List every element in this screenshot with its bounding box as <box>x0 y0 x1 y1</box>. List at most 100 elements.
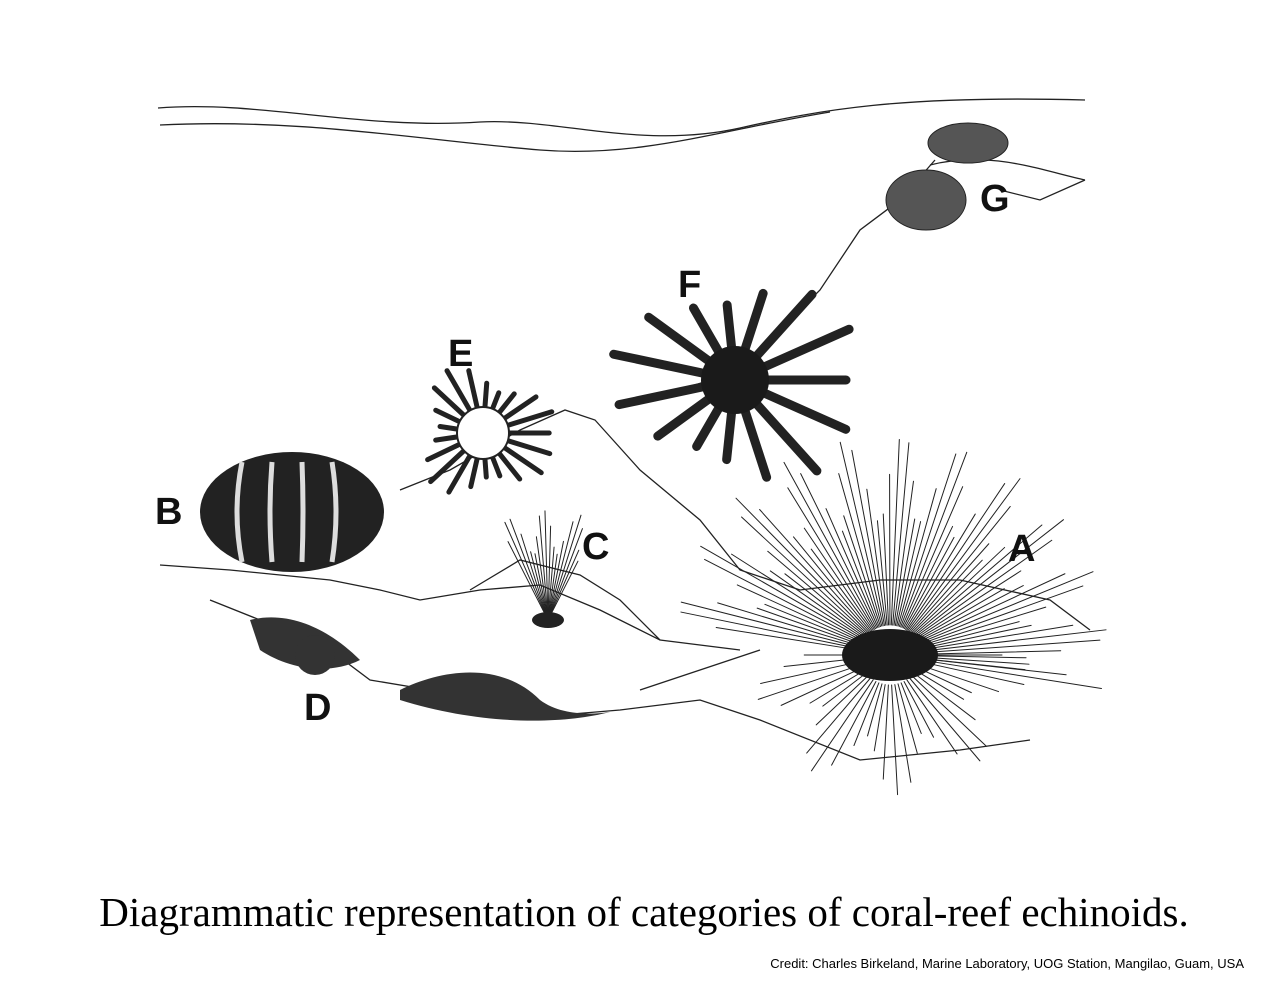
urchin-c-body <box>532 612 564 628</box>
urchin-a-spine <box>900 682 922 734</box>
urchin-a-spine <box>908 505 1011 633</box>
urchin-a-spine <box>918 660 1025 685</box>
urchin-a-spine <box>731 553 866 640</box>
urchin-a-spine <box>809 669 865 704</box>
urchin-a-spine <box>825 508 879 629</box>
urchin-e-spine <box>482 380 490 411</box>
urchin-a-spine <box>803 527 874 631</box>
urchin-a-spine <box>867 683 883 737</box>
urchin-a-spine <box>780 667 864 706</box>
urchin-a-spine <box>756 607 863 646</box>
urchin-a-spine <box>769 570 866 639</box>
urchin-e-spine <box>504 437 553 457</box>
urchin-e-spine <box>428 447 468 485</box>
urchin-a-spine <box>866 488 887 626</box>
urchin-a-spine <box>907 478 1021 632</box>
urchin-d-body <box>295 635 335 675</box>
urchin-f-spine <box>653 393 716 441</box>
urchin-e-spine <box>444 368 473 414</box>
urchin-a-spine <box>704 558 864 642</box>
urchin-a-spine <box>919 629 1107 653</box>
urchin-e-spine <box>433 434 461 443</box>
urchin-e-spine <box>489 453 503 479</box>
urchin-a-spine <box>901 486 964 628</box>
urchin-a-spine <box>715 626 861 651</box>
urchin-a-spine <box>839 441 884 627</box>
label-f: F <box>678 264 701 306</box>
urchin-a-spine <box>896 521 922 627</box>
urchin-a-spine <box>894 518 916 626</box>
urchin-e-spine <box>496 391 517 416</box>
urchin-a-spine <box>903 681 935 738</box>
urchin-b-stripe <box>329 461 339 563</box>
urchin-f-spine <box>739 288 768 356</box>
terrain-line <box>469 559 661 641</box>
urchin-a-spine <box>919 659 1102 689</box>
urchin-a-spine <box>916 585 1024 642</box>
label-a: A <box>1008 528 1035 570</box>
urchin-e-spine <box>433 407 463 425</box>
urchin-f-spine <box>722 405 737 465</box>
urchin-e-spine <box>425 441 463 463</box>
urchin-f-spine <box>757 324 854 373</box>
urchin-e-spine <box>468 454 480 490</box>
urchin-a-spine <box>841 530 880 628</box>
urchin-a-spine <box>810 548 873 632</box>
urchin-a-spine <box>759 509 871 634</box>
coral-patch <box>400 672 610 721</box>
urchin-a-spine <box>822 672 867 707</box>
urchin-c-spine <box>520 533 547 616</box>
urchin-a-spine <box>760 660 862 684</box>
urchin-a-spine <box>913 539 1053 639</box>
urchin-f-body <box>701 346 769 414</box>
urchin-a-spine <box>909 543 990 634</box>
urchin-c-spine <box>549 560 579 617</box>
urchin-e-spine <box>496 450 523 482</box>
label-b: B <box>155 491 182 533</box>
urchin-a-spine <box>915 588 1005 641</box>
urchin-a-spine <box>919 624 1074 651</box>
urchin-e-spine <box>431 385 468 419</box>
urchin-a-spine <box>902 525 954 629</box>
urchin-a-spine <box>917 585 1084 646</box>
urchin-a-spine <box>898 453 957 627</box>
credit-line: Credit: Charles Birkeland, Marine Labora… <box>770 956 1244 971</box>
urchin-c-spine <box>547 546 555 616</box>
urchin-a-spine <box>914 570 1022 640</box>
terrain-line <box>639 649 761 691</box>
urchin-e-spine <box>501 394 539 422</box>
urchin-f-spine <box>614 381 711 410</box>
urchin-a-spine <box>919 650 1062 655</box>
urchin-a-spine <box>917 664 1000 693</box>
urchin-a-spine <box>851 449 885 627</box>
urchin-c-spine <box>509 518 547 616</box>
urchin-b-stripe <box>299 461 306 563</box>
urchin-f-spine <box>739 404 772 482</box>
urchins <box>200 122 1107 796</box>
urchin-e-spine <box>501 444 544 476</box>
urchin-a-spine <box>919 639 1101 654</box>
urchin-a-spine <box>700 545 865 641</box>
urchin-c-spine <box>549 549 580 616</box>
urchin-e-body <box>456 406 510 460</box>
urchin-a-spine <box>918 621 1020 648</box>
label-e: E <box>448 333 473 375</box>
terrain-line <box>999 179 1086 201</box>
urchin-c-spine <box>507 541 547 617</box>
urchin-a-spine <box>882 513 890 626</box>
urchin-c-spine <box>538 515 549 616</box>
urchin-a-spine <box>876 520 888 626</box>
terrain-line <box>399 409 1091 631</box>
urchin-a-spine <box>913 672 976 721</box>
urchin-a-spine <box>815 675 869 726</box>
urchin-a-spine <box>908 677 981 762</box>
urchin-e-spine <box>504 409 555 429</box>
urchin-c-spine <box>534 553 548 616</box>
label-d: D <box>304 687 331 729</box>
terrain-line <box>159 564 741 651</box>
urchin-c-spine <box>548 553 558 616</box>
urchin-a-spine <box>890 439 900 626</box>
urchin-a-spine <box>918 606 1047 647</box>
urchin-e-spine <box>489 390 502 413</box>
urchin-a-spine <box>838 473 883 627</box>
